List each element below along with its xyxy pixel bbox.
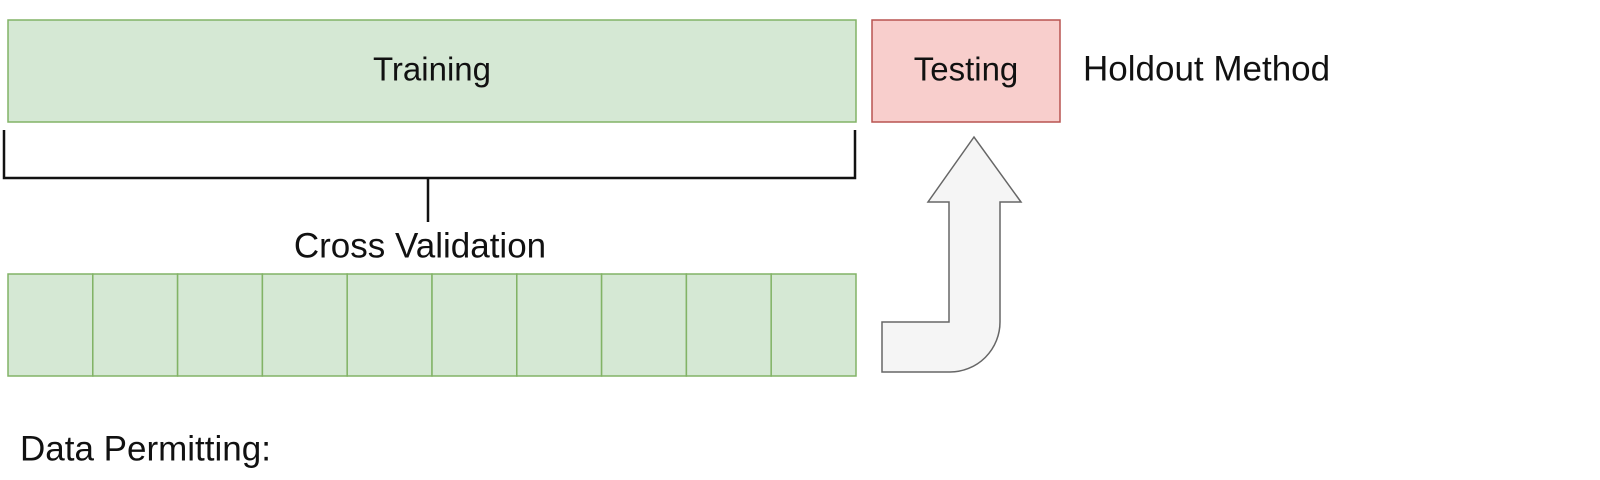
training-box bbox=[7, 19, 857, 123]
fold-cell bbox=[261, 273, 348, 377]
fold-cell bbox=[685, 273, 772, 377]
training-label: Training bbox=[373, 51, 491, 88]
testing-box bbox=[871, 19, 1061, 123]
fold-cell bbox=[770, 273, 857, 377]
cross-validation-label: Cross Validation bbox=[294, 226, 546, 265]
fold-cell bbox=[176, 273, 264, 377]
fold-cell bbox=[431, 273, 518, 377]
holdout-method-label: Holdout Method bbox=[1083, 49, 1330, 88]
cross-validation-bracket bbox=[2, 130, 857, 222]
training-block: Training bbox=[7, 19, 857, 123]
fold-cell bbox=[346, 273, 433, 377]
fold-cell bbox=[600, 273, 688, 377]
testing-label: Testing bbox=[914, 51, 1019, 88]
fold-cell bbox=[516, 273, 603, 377]
fold-cell bbox=[7, 273, 94, 377]
fold-cell bbox=[92, 273, 179, 377]
bent-up-arrow-icon bbox=[881, 135, 1023, 373]
testing-block: Testing bbox=[871, 19, 1061, 123]
data-permitting-label: Data Permitting: bbox=[20, 429, 271, 468]
cross-validation-folds bbox=[7, 273, 857, 377]
